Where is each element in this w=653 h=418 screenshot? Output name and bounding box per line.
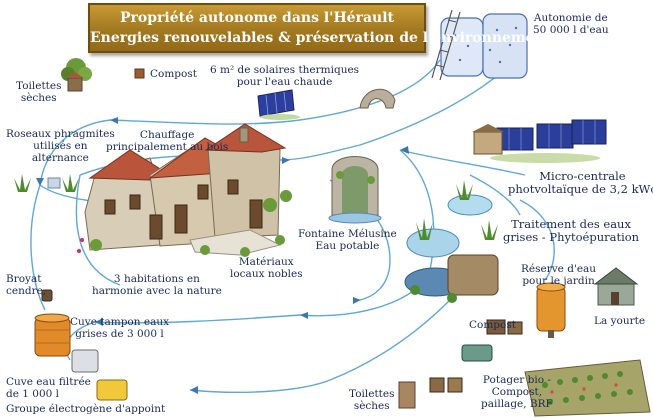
label-roseaux-line1: Roseaux phragmites (6, 128, 115, 140)
label-toilettes-bottom-line2: sèches (353, 400, 390, 412)
label-fontaine: Fontaine Mélusine Eau potable (298, 228, 397, 252)
label-roseaux: Roseaux phragmites utilisés en alternanc… (6, 128, 115, 164)
label-groupe: Groupe électrogène d'appoint (6, 403, 166, 415)
caravan-illustration (461, 344, 493, 362)
label-cuve-filtree-line1: Cuve eau filtrée (6, 376, 91, 388)
phytoepuration-basins (404, 180, 499, 303)
label-chauffage: Chauffage principalement au bois (106, 129, 228, 153)
compost-bottom-illustration (486, 319, 523, 335)
label-reserve-line2: pour le jardin (522, 275, 595, 287)
broyat-bag (41, 289, 53, 302)
label-cuve-filtree-line2: de 1 000 l (6, 388, 60, 400)
yourte-illustration (593, 267, 639, 306)
label-materiaux: Matériaux locaux nobles (230, 256, 303, 280)
toilettes-bottom-illustration (398, 377, 463, 409)
label-toilettes-top-line2: sèches (20, 92, 57, 104)
solar-thermal-panel (257, 89, 300, 120)
compost-icon-top (134, 68, 145, 79)
label-broyat-line1: Broyat (6, 273, 42, 285)
stone-arch (359, 88, 396, 109)
label-broyat: Broyat cendre, (6, 273, 46, 297)
generator-illustration (96, 379, 128, 401)
label-yourte: La yourte (594, 315, 646, 327)
label-materiaux-line1: Matériaux (238, 256, 294, 268)
fontaine-illustration (328, 156, 382, 224)
label-microcentrale-line2: photvoltaïque de 3,2 kWc (508, 182, 653, 196)
label-chauffage-line2: principalement au bois (106, 141, 229, 153)
pv-array (472, 119, 607, 163)
label-traitement-line1: Traitement des eaux (511, 217, 631, 231)
label-cuve-tampon-line1: Cuve tampon eaux (70, 316, 170, 328)
water-tanks-illustration (431, 9, 528, 81)
tree-toilettes-illustration (61, 58, 92, 92)
label-cuve-tampon-line2: grises de 3 000 l (75, 328, 164, 340)
label-potager: Potager bio - Compost, paillage, BRF (481, 374, 553, 410)
banner-title: Propriété autonome dans l'Hérault (120, 10, 394, 26)
label-autonomie: Autonomie de 50 000 l d'eau (533, 12, 609, 36)
label-autonomie-line2: 50 000 l d'eau (533, 24, 609, 36)
label-cuve-filtree: Cuve eau filtrée de 1 000 l (6, 376, 91, 400)
label-roseaux-line2: utilisés en (33, 140, 88, 152)
label-chauffage-line1: Chauffage (139, 129, 195, 141)
label-roseaux-line3: alternance (31, 152, 89, 164)
label-habitations: 3 habitations en harmonie avec la nature (92, 273, 222, 297)
label-microcentrale: Micro-centrale photvoltaïque de 3,2 kWc (508, 170, 653, 196)
label-potager-line2: Compost, (491, 386, 543, 398)
label-solaires: 6 m² de solaires thermiques pour l'eau c… (210, 64, 359, 88)
label-habitations-line2: harmonie avec la nature (92, 285, 222, 297)
label-toilettes-bottom: Toilettes sèches (349, 388, 394, 412)
label-potager-line1: Potager bio - (482, 374, 551, 386)
label-toilettes-bottom-line1: Toilettes (349, 388, 395, 400)
label-habitations-line1: 3 habitations en (113, 273, 200, 285)
label-autonomie-line1: Autonomie de (533, 12, 608, 24)
label-microcentrale-line1: Micro-centrale (539, 169, 626, 183)
cuve-tampon-illustration (34, 313, 71, 357)
label-compost-bottom: Compost (469, 319, 516, 331)
label-cuve-tampon: Cuve tampon eaux grises de 3 000 l (70, 316, 169, 340)
reserve-eau-illustration (536, 282, 566, 338)
label-solaires-line2: pour l'eau chaude (236, 76, 333, 88)
label-toilettes-top: Toilettes sèches (16, 80, 61, 104)
label-reserve-line1: Réserve d'eau (521, 263, 597, 275)
label-broyat-line2: cendre, (6, 285, 47, 297)
label-reserve: Réserve d'eau pour le jardin (521, 263, 596, 287)
label-traitement-line2: grises - Phytoépuration (503, 230, 640, 244)
roseaux-plants (14, 174, 79, 192)
label-fontaine-line1: Fontaine Mélusine (298, 228, 397, 240)
cuve-filtree-illustration (71, 349, 99, 373)
label-materiaux-line2: locaux nobles (230, 268, 303, 280)
stone-houses-illustration (77, 123, 292, 257)
label-traitement: Traitement des eaux grises - Phytoépurat… (503, 218, 639, 244)
label-potager-line3: paillage, BRF (481, 398, 553, 410)
label-compost-top: Compost (150, 68, 197, 80)
title-banner: Propriété autonome dans l'Hérault Energi… (88, 3, 552, 53)
label-fontaine-line2: Eau potable (315, 240, 380, 252)
label-solaires-line1: 6 m² de solaires thermiques (210, 64, 360, 76)
potager-illustration (524, 359, 651, 417)
banner-subtitle: Energies renouvelables & préservation de… (90, 30, 552, 46)
label-toilettes-top-line1: Toilettes (16, 80, 62, 92)
